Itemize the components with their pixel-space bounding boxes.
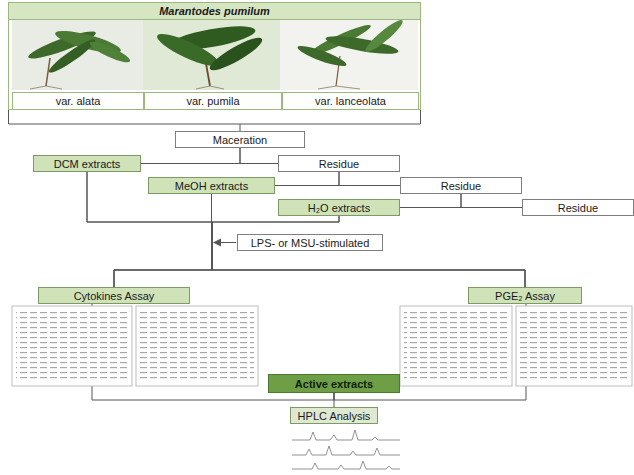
stimulus-arrow (213, 239, 236, 247)
flow-connector (212, 194, 526, 287)
stimulus-box: LPS- or MSU-stimulated (237, 234, 383, 251)
extract-box: DCM extracts (33, 155, 141, 172)
chromatogram (292, 430, 400, 469)
node-text: PGE₂ Assay (495, 290, 555, 302)
flow-connector (461, 194, 522, 208)
flow-connector (9, 110, 421, 131)
flow-connector (87, 172, 525, 287)
node-text: var. alata (56, 95, 101, 107)
extract-box: H₂O extracts (278, 199, 400, 216)
node-text: HPLC Analysis (298, 410, 371, 422)
panel-heading: Marantodes pumilum (9, 3, 420, 20)
node-text: LPS- or MSU-stimulated (251, 237, 370, 249)
plant-panel: Marantodes pumilum var. alata var. pumila v… (8, 2, 421, 110)
process-box: Maceration (175, 131, 305, 148)
assay-box: Cytokines Assay (38, 287, 190, 304)
variety-label: var. alata (12, 92, 144, 110)
flow-connector (240, 148, 278, 164)
variety-label: var. lanceolata (282, 92, 419, 110)
flow-connector (275, 172, 339, 186)
node-text: Residue (441, 180, 481, 192)
node-text: Residue (558, 202, 598, 214)
result-box: Active extracts (268, 374, 400, 393)
variety-label: var. pumila (144, 92, 282, 110)
node-text: Active extracts (295, 378, 373, 390)
node-text: Residue (319, 158, 359, 170)
plant-photo (143, 20, 280, 90)
flow-connector (400, 194, 461, 208)
node-text: Cytokines Assay (74, 290, 155, 302)
assay-box: PGE₂ Assay (468, 287, 582, 304)
plant-photo (280, 17, 418, 90)
flow-connector (334, 393, 335, 407)
node-text: var. pumila (186, 95, 239, 107)
node-text: H₂O extracts (308, 202, 370, 214)
node-text: var. lanceolata (315, 95, 386, 107)
analysis-box: HPLC Analysis (290, 407, 378, 424)
extract-box: MeOH extracts (148, 177, 275, 194)
residue-box: Residue (400, 177, 522, 194)
flow-connector (212, 216, 525, 287)
flow-connector (339, 172, 400, 186)
plant-photo (12, 20, 143, 90)
node-text: MeOH extracts (175, 180, 248, 192)
flow-connector (114, 216, 339, 287)
node-text: Maceration (213, 134, 267, 146)
flow-connector (141, 148, 240, 164)
residue-box: Residue (522, 199, 634, 216)
residue-box: Residue (278, 155, 400, 172)
flow-connector (114, 194, 212, 287)
node-text: DCM extracts (54, 158, 121, 170)
